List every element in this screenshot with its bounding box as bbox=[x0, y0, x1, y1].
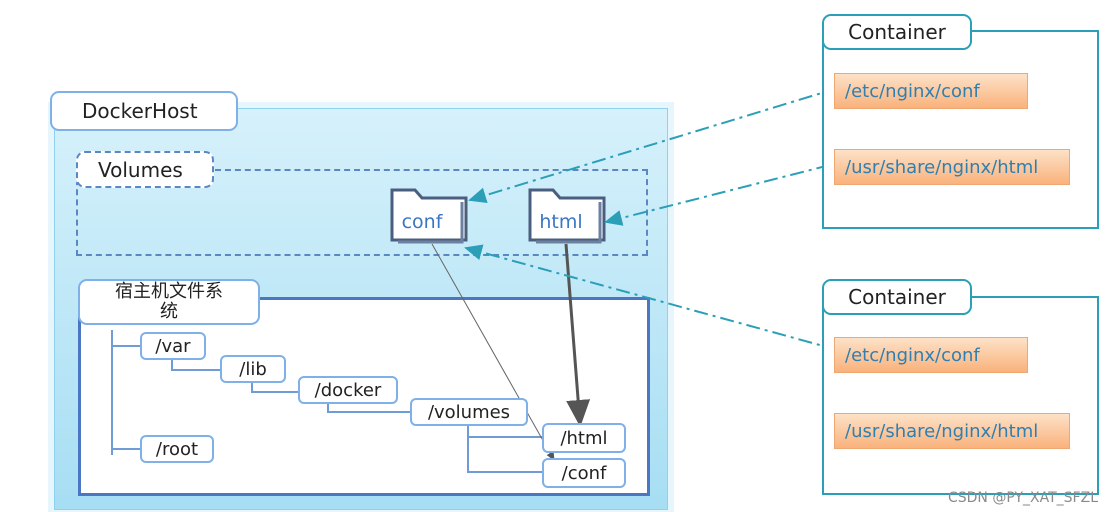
host-filesystem-title-line1: 宿主机文件系 bbox=[115, 281, 223, 302]
container-2 bbox=[822, 296, 1099, 495]
conf-mount-arrow bbox=[431, 243, 555, 461]
folder-icon bbox=[390, 188, 468, 244]
path-var: /var bbox=[140, 332, 206, 360]
path-docker: /docker bbox=[298, 376, 398, 404]
host-filesystem-title: 宿主机文件系 统 bbox=[78, 279, 260, 325]
container1-html-arrow bbox=[604, 164, 831, 226]
folder-icon bbox=[528, 188, 606, 244]
path-html: /html bbox=[542, 423, 626, 453]
volumes-title: Volumes bbox=[76, 151, 214, 188]
container-1-title: Container bbox=[822, 14, 972, 50]
path-lib: /lib bbox=[220, 355, 286, 383]
path-root: /root bbox=[140, 435, 214, 463]
volume-folder-html-label: html bbox=[539, 211, 583, 233]
volume-folder-conf-label: conf bbox=[401, 211, 443, 233]
watermark: CSDN @PY_XAT_SFZL bbox=[947, 490, 1098, 506]
container1-conf-arrow bbox=[468, 87, 839, 203]
html-mount-arrow bbox=[564, 243, 591, 427]
container-1-conf-path: /etc/nginx/conf bbox=[834, 73, 1028, 109]
container2-conf-arrow bbox=[464, 244, 839, 351]
path-conf: /conf bbox=[542, 458, 626, 488]
container-1-html-path: /usr/share/nginx/html bbox=[834, 149, 1070, 185]
container-2-html-path: /usr/share/nginx/html bbox=[834, 413, 1070, 449]
container-1 bbox=[822, 30, 1099, 229]
container-2-title: Container bbox=[822, 279, 972, 315]
path-volumes: /volumes bbox=[410, 398, 528, 426]
file-tree-lines bbox=[111, 330, 542, 473]
container-2-conf-path: /etc/nginx/conf bbox=[834, 337, 1028, 373]
host-filesystem-title-line2: 统 bbox=[160, 301, 178, 322]
docker-host-title: DockerHost bbox=[50, 91, 238, 131]
